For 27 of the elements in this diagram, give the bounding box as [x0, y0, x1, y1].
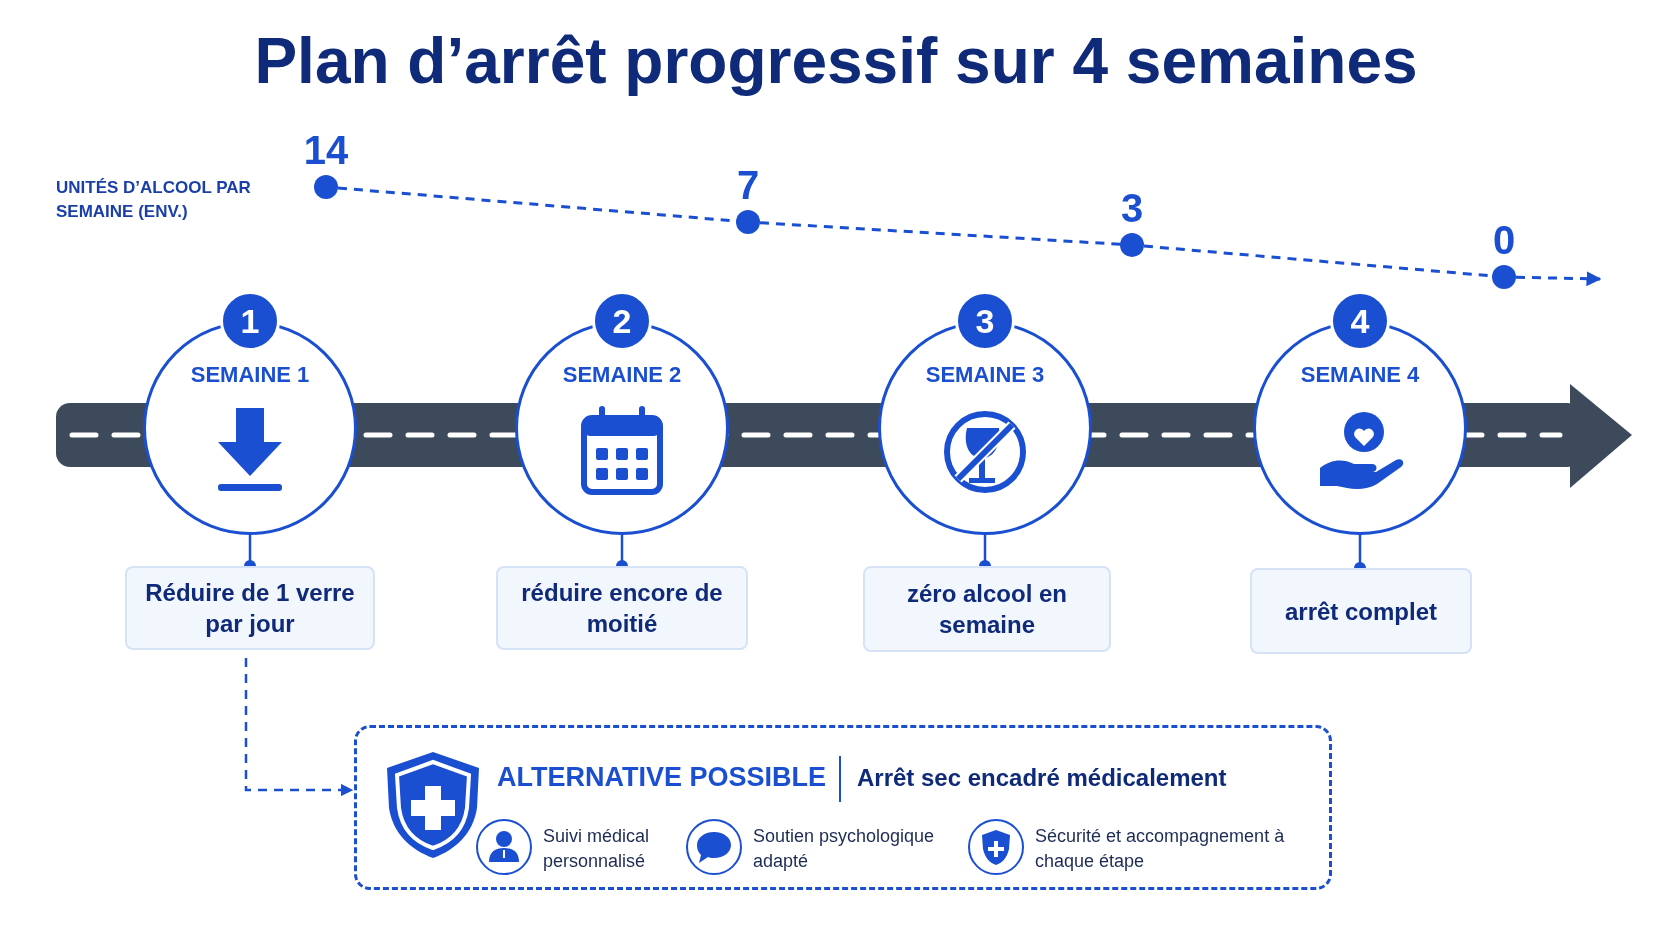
item-text: Sécurité et accompagnement à chaque étape: [1035, 825, 1286, 873]
week-label: SEMAINE 1: [189, 362, 311, 388]
alternative-panel: [354, 725, 1332, 890]
step-number: 1: [220, 291, 280, 351]
item-text: Soutien psychologique adapté: [753, 825, 936, 873]
dashed-line: [759, 221, 1121, 246]
step-box: réduire encore de moitié: [496, 566, 748, 650]
step-box: Réduire de 1 verre par jour: [125, 566, 375, 650]
item-text: Suivi médical personnalisé: [543, 825, 651, 873]
step-number: 4: [1330, 291, 1390, 351]
axis-caption: UNITÉS D’ALCOOL PAR SEMAINE (ENV.): [56, 177, 252, 223]
value-label: 0: [1491, 217, 1517, 263]
value-label: 7: [735, 162, 761, 208]
step-number: 3: [955, 291, 1015, 351]
arrow: [244, 658, 354, 797]
panel-heading: ALTERNATIVE POSSIBLE: [497, 762, 827, 793]
value-label: 3: [1119, 185, 1145, 231]
step-box: arrêt complet: [1250, 568, 1472, 654]
week-label: SEMAINE 4: [1299, 362, 1421, 388]
title: Plan d’arrêt progressif sur 4 semaines: [253, 24, 1419, 98]
step-box: zéro alcool en semaine: [863, 566, 1111, 652]
arrow: [1515, 271, 1602, 287]
step-number: 2: [592, 291, 652, 351]
week-label: SEMAINE 2: [561, 362, 683, 388]
week-label: SEMAINE 3: [924, 362, 1046, 388]
panel-subheading: Arrêt sec encadré médicalement: [857, 764, 1227, 792]
value-label: 14: [302, 127, 350, 173]
